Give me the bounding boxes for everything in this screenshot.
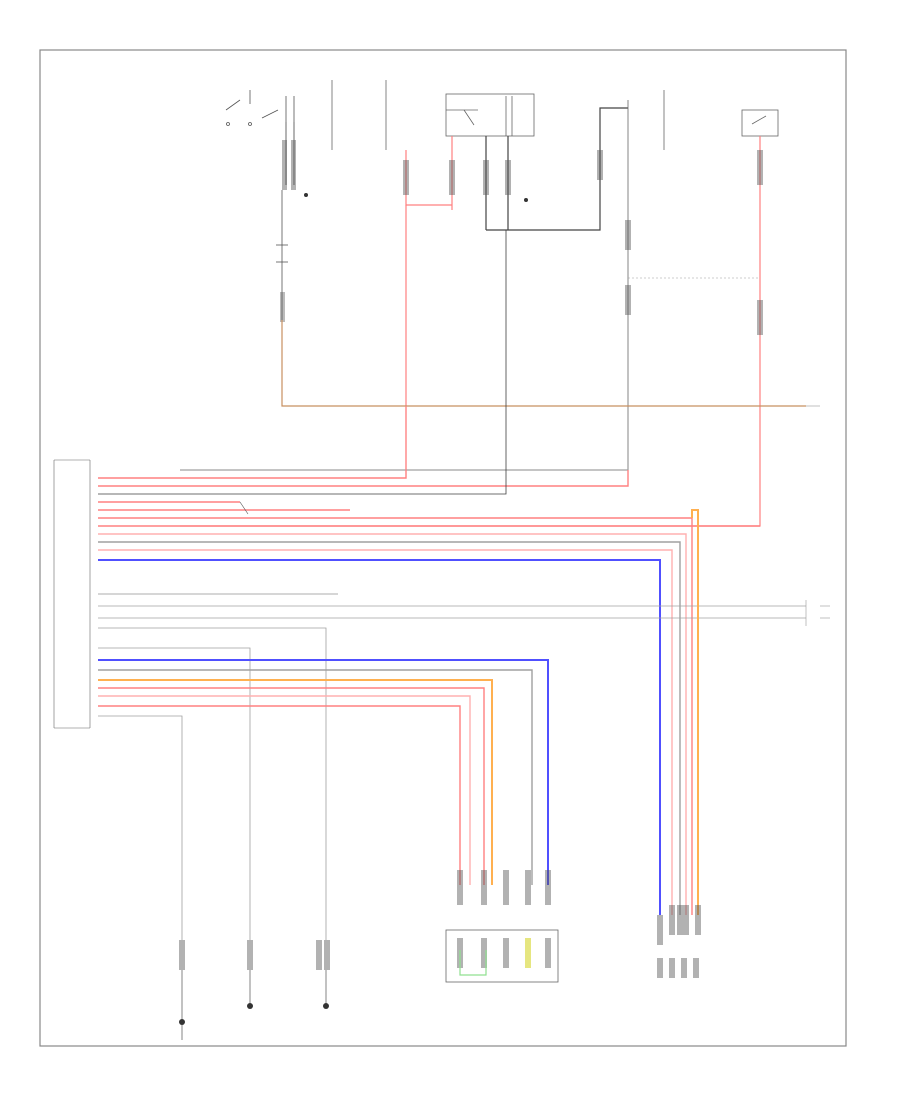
data-link-ends [805, 600, 830, 626]
wire-pink-brake [180, 136, 761, 527]
transmission-connector [445, 870, 559, 983]
efi-fuse-connector [403, 160, 409, 195]
ignition-ground-dot [304, 193, 308, 197]
efi-ground-dot [524, 198, 528, 202]
range-sensor [316, 940, 330, 1009]
fuse-connector-b [625, 285, 631, 315]
wire-brown [281, 320, 806, 407]
speed-sensor [247, 940, 253, 1009]
efi-relay-wires [451, 107, 628, 231]
diagram-frame [39, 49, 847, 1047]
efi-relay-connectors [449, 150, 603, 195]
efi-relay [331, 80, 535, 150]
ecu-box [53, 459, 91, 729]
brake-switch [741, 109, 779, 137]
fuse-block [627, 90, 665, 470]
ignition-switch [225, 90, 295, 185]
ecu-pin-labels [60, 467, 84, 720]
ecu-wires [98, 230, 806, 940]
brake-connector-a [757, 150, 763, 185]
left-sensor [179, 940, 185, 1040]
brake-connector-b [757, 300, 763, 335]
wire-red-efi [405, 150, 452, 206]
arrow-label-line [239, 501, 249, 515]
ignition-lower-connector [280, 292, 285, 322]
fuse-connector-a [625, 220, 631, 250]
ignition-connector [282, 140, 296, 190]
shift-solenoid-connector [657, 905, 701, 978]
ignition-fuse [276, 190, 288, 320]
